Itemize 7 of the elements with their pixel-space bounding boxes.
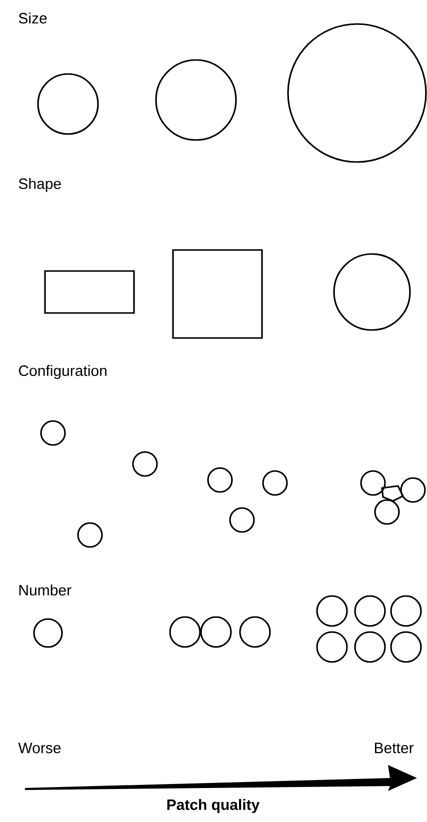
- row-heading: Size: [18, 12, 47, 24]
- row-heading: Shape: [18, 178, 61, 192]
- scale-label: Better: [375, 742, 414, 754]
- scale-label: Worse: [18, 742, 61, 754]
- axis-title: Patch quality: [167, 799, 260, 813]
- row-heading: Configuration: [18, 365, 106, 379]
- row-heading: Number: [19, 584, 72, 596]
